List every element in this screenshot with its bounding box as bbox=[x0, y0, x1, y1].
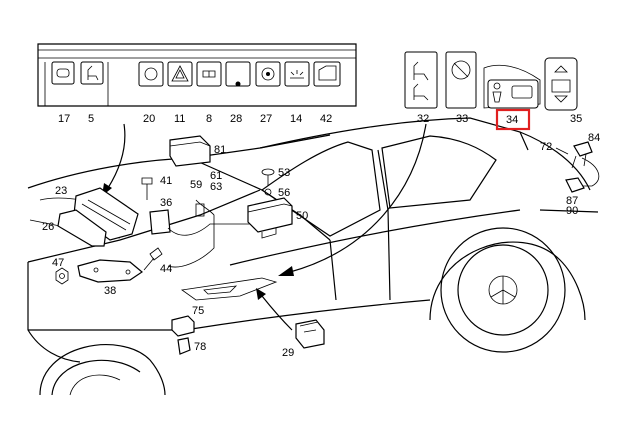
part-47: 47 bbox=[52, 257, 69, 285]
part-78: 78 bbox=[177, 337, 206, 355]
part-41: 41 bbox=[141, 175, 172, 200]
part-81: 81 bbox=[169, 135, 226, 167]
label-23: 23 bbox=[55, 185, 67, 197]
label-50: 50 bbox=[296, 210, 308, 222]
label-78: 78 bbox=[194, 341, 206, 353]
label-29: 29 bbox=[282, 347, 294, 359]
label-14: 14 bbox=[290, 113, 302, 125]
part-84: 84 bbox=[571, 132, 600, 169]
label-28: 28 bbox=[230, 113, 242, 125]
seat-heater-icon bbox=[404, 51, 438, 109]
highlight-box-34 bbox=[495, 108, 531, 131]
part-56: 56 bbox=[264, 187, 290, 199]
label-59: 59 bbox=[190, 179, 202, 191]
label-41: 41 bbox=[160, 175, 172, 187]
label-87: 87 bbox=[566, 195, 578, 207]
label-72: 72 bbox=[540, 141, 552, 153]
part-29: 29 bbox=[282, 319, 325, 359]
part-87: 87 90 bbox=[565, 177, 585, 217]
label-56: 56 bbox=[278, 187, 290, 199]
part-44: 44 bbox=[143, 247, 172, 275]
label-11: 11 bbox=[174, 113, 185, 125]
switch-panel: 17 5 20 11 8 28 27 14 42 bbox=[37, 43, 357, 125]
label-44: 44 bbox=[160, 263, 172, 275]
recirculation-icon bbox=[138, 61, 164, 87]
label-63: 63 bbox=[210, 181, 222, 193]
label-26: 26 bbox=[42, 221, 54, 233]
seat-off-icon bbox=[445, 51, 477, 109]
label-32: 32 bbox=[417, 113, 429, 125]
pointer-arrow-29 bbox=[261, 295, 293, 331]
label-53: 53 bbox=[278, 167, 290, 179]
part-50: 50 bbox=[247, 197, 308, 239]
window-switch-icon bbox=[544, 57, 578, 111]
hazard-triangle-icon bbox=[167, 61, 193, 87]
pointer-arrow-panel bbox=[107, 123, 126, 189]
label-27: 27 bbox=[260, 113, 272, 125]
label-84: 84 bbox=[588, 132, 600, 144]
right-switches: 32 33 34 35 bbox=[404, 51, 582, 131]
label-61: 61 bbox=[210, 170, 222, 182]
label-47: 47 bbox=[52, 257, 64, 269]
label-90: 90 bbox=[566, 205, 578, 217]
label-38: 38 bbox=[104, 285, 116, 297]
door-switch-plate bbox=[180, 277, 278, 301]
part-26: 26 bbox=[42, 209, 107, 247]
label-81: 81 bbox=[214, 144, 226, 156]
label-5: 5 bbox=[88, 113, 94, 125]
car-outline bbox=[27, 117, 599, 396]
part-53: 53 bbox=[261, 167, 290, 186]
child-lock-icon bbox=[487, 79, 539, 109]
rear-defrost-icon bbox=[51, 61, 75, 85]
label-8: 8 bbox=[206, 113, 212, 125]
pointer-arrow-32 bbox=[289, 123, 427, 273]
label-34: 34 bbox=[506, 114, 518, 126]
label-36: 36 bbox=[160, 197, 172, 209]
label-33: 33 bbox=[456, 113, 468, 125]
part-38: 38 bbox=[77, 259, 144, 297]
label-17: 17 bbox=[58, 113, 70, 125]
part-75: 75 bbox=[171, 305, 204, 337]
part-36: 36 bbox=[149, 197, 172, 235]
label-20: 20 bbox=[143, 113, 155, 125]
label-35: 35 bbox=[570, 113, 582, 125]
seat-icon bbox=[80, 61, 104, 85]
label-75: 75 bbox=[192, 305, 204, 317]
label-42: 42 bbox=[320, 113, 332, 125]
